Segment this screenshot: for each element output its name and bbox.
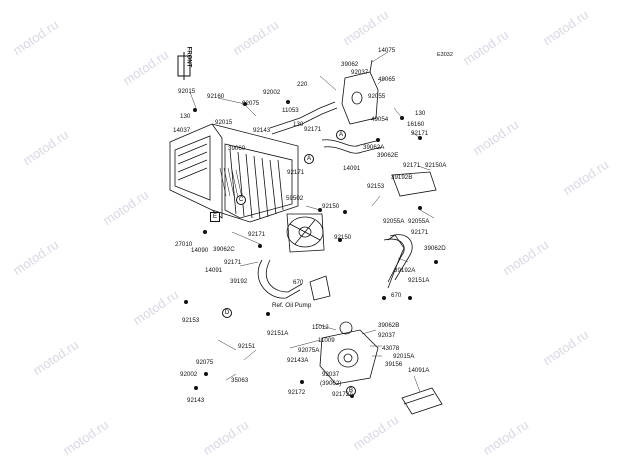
part-number: 220 [297, 81, 308, 88]
fasteners-drawing [184, 100, 438, 398]
part-number: 14037 [173, 127, 191, 134]
part-number: 92172 [288, 389, 306, 396]
part-number: 92171 [224, 259, 242, 266]
part-number: 39156 [385, 361, 403, 368]
part-number: 92037 [322, 371, 340, 378]
part-number: 39062E [377, 152, 399, 159]
part-number: 92153 [367, 183, 385, 190]
part-number: 39062A [363, 144, 385, 151]
part-number: 130 [415, 110, 426, 117]
fan-drawing [286, 213, 325, 253]
part-number: 92037 [378, 332, 396, 339]
part-number: 11053 [282, 107, 299, 114]
part-number: 43078 [382, 345, 400, 352]
part-number: 16160 [407, 121, 425, 128]
part-number: 92171 [287, 169, 305, 176]
part-number: 35063 [231, 377, 249, 384]
bracket-drawing [401, 387, 443, 415]
part-number: 39192A [394, 267, 416, 274]
part-number: 92151A [267, 330, 289, 337]
part-number: 39062C [213, 246, 235, 253]
leader-lines [189, 51, 435, 393]
radiator-drawing [169, 123, 299, 223]
diagram-code: E3032 [437, 52, 453, 58]
part-number: 92171 [411, 130, 429, 137]
callout-a: A [304, 154, 314, 164]
part-number: 130 [180, 113, 191, 120]
part-number: 11009 [318, 337, 335, 344]
part-number: 92143 [187, 397, 205, 404]
part-number: 39062B [378, 322, 400, 329]
part-number: 59502 [286, 195, 304, 202]
part-number: (39062) [320, 380, 342, 387]
callout-d: D [222, 308, 232, 318]
part-number: 92075 [242, 100, 260, 107]
part-number: 39192B [391, 174, 413, 181]
part-number: 92151A [408, 277, 430, 284]
part-number: 49065 [378, 76, 396, 83]
part-number: 39192 [230, 278, 248, 285]
part-number: 27010 [175, 241, 193, 248]
part-number: 130 [293, 121, 304, 128]
callout-e: E [210, 212, 220, 222]
part-number: 92151 [238, 343, 256, 350]
part-number: 14090 [191, 247, 209, 254]
part-number: 92150A [425, 162, 447, 169]
callout-a: A [336, 130, 346, 140]
part-number: 92002 [263, 89, 281, 96]
part-number: 670 [391, 292, 402, 299]
part-number: 11012 [312, 324, 329, 331]
front-label: FRONT [185, 46, 192, 68]
part-number: 92160 [207, 93, 225, 100]
part-number: 92171 [411, 229, 429, 236]
front-arrow-icon [177, 52, 191, 80]
callout-b: B [346, 386, 356, 396]
part-number: 92015A [393, 353, 415, 360]
part-number: 92037 [351, 69, 369, 76]
part-number: 92143 [253, 127, 271, 134]
part-number: 92171 [304, 126, 322, 133]
part-number: 92171 [248, 231, 266, 238]
part-number: 92171 [403, 162, 421, 169]
part-number: 39062 [341, 61, 359, 68]
part-number: 92055A [408, 218, 430, 225]
oil-pump-ref-drawing [309, 275, 331, 301]
part-number: 92075A [298, 347, 320, 354]
part-number: 14091A [408, 367, 430, 374]
water-pump-drawing [319, 321, 379, 385]
reservoir-tank-drawing [341, 59, 379, 125]
part-number: 49054 [371, 116, 389, 123]
part-number: 39060 [228, 145, 246, 152]
part-number: 92055 [368, 93, 386, 100]
part-number: 92075 [196, 359, 214, 366]
part-number: 92172A [332, 391, 354, 398]
part-number: 92015 [178, 88, 196, 95]
part-number: 14091 [343, 165, 361, 172]
part-number: 14091 [205, 267, 223, 274]
reference-note: Ref. Oil Pump [272, 302, 312, 309]
part-number: 670 [293, 279, 304, 286]
part-number: 92015 [215, 119, 233, 126]
callout-c: C [236, 195, 246, 205]
hoses-drawing [257, 101, 437, 299]
part-number: 92153 [182, 317, 200, 324]
part-number: 92055A [383, 218, 405, 225]
radiator-fins-drawing [219, 167, 243, 199]
part-number: 92143A [287, 357, 309, 364]
part-number: 14075 [378, 47, 396, 54]
part-number: 39062D [424, 245, 446, 252]
part-number: 92150 [322, 203, 340, 210]
part-number: 92150 [334, 234, 352, 241]
part-number: 92002 [180, 371, 198, 378]
